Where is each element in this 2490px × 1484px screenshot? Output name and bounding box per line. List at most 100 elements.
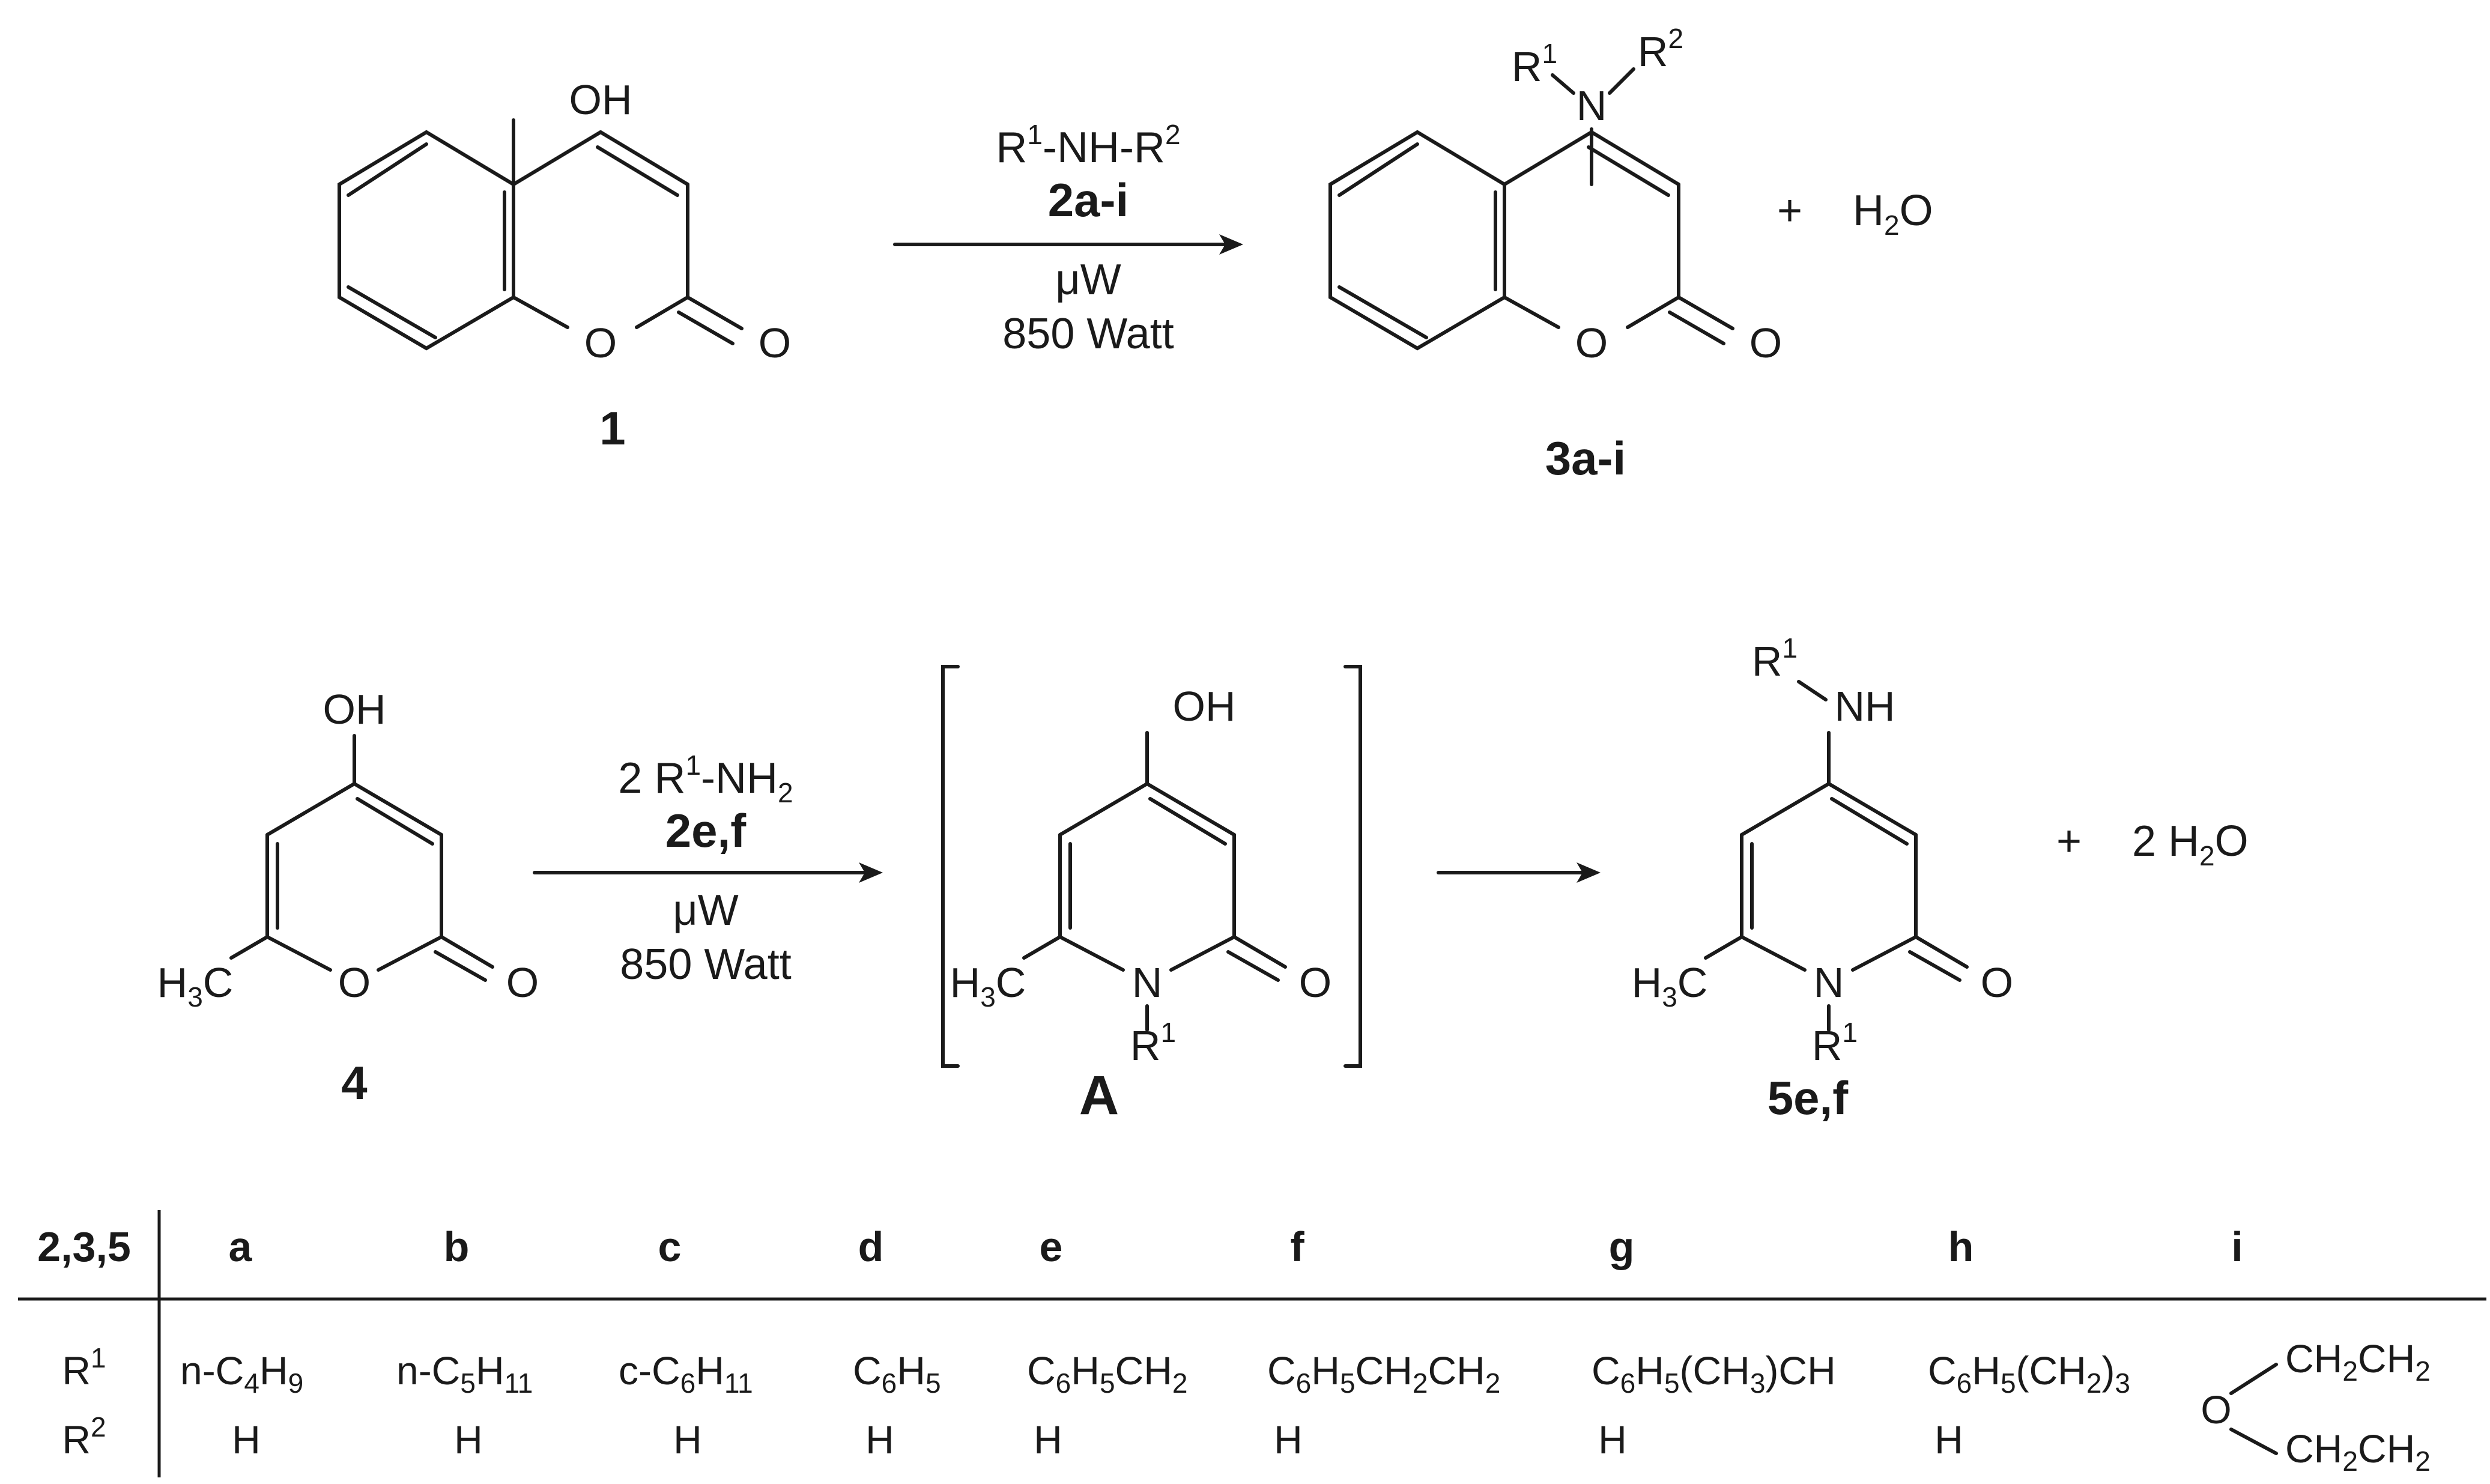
bond [2229, 1363, 2278, 1395]
amine-reagent: R1-NH-R2 [996, 119, 1180, 172]
hydroxy-label: OH [1173, 683, 1236, 730]
bond [1226, 950, 1280, 982]
bond [1851, 935, 1918, 972]
bond [1145, 782, 1236, 837]
bond [512, 295, 569, 329]
power-condition: 850 Watt [1002, 310, 1174, 358]
n-substituent-label: R1 [1812, 1017, 1858, 1069]
column-header-a: a [229, 1223, 253, 1270]
bond [1590, 130, 1680, 186]
column-header-b: b [444, 1223, 470, 1270]
bond [1148, 797, 1227, 846]
r2-cell-d: H [865, 1417, 894, 1462]
bond [1058, 935, 1125, 972]
bond [1704, 935, 1743, 960]
right-bracket [1343, 665, 1362, 1068]
bond [1503, 130, 1593, 186]
substituent-table: 2,3,5 a b c d e f g h i R1 R2 n-C4H9 n-C… [18, 1210, 2486, 1477]
hydroxy-label: OH [323, 686, 386, 733]
hydroxy-label: OH [569, 76, 632, 123]
bond [347, 285, 437, 339]
column-header-g: g [1609, 1223, 1635, 1270]
carbonyl-oxygen-label: O [506, 959, 539, 1006]
r2-cell-a: H [232, 1417, 261, 1462]
bond [1668, 310, 1725, 345]
compound-1-structure: OH O O [338, 76, 791, 366]
r1-cell-d: C6H5 [853, 1348, 941, 1399]
r2-cell-g: H [1598, 1417, 1627, 1462]
left-bracket [941, 665, 960, 1068]
amine-nh-label: NH [1834, 683, 1895, 730]
intermediate-bracket [941, 665, 1362, 1068]
microwave-condition: μW [673, 886, 738, 934]
compound-3-label: 3a-i [1545, 432, 1626, 485]
benzene-ring [1328, 130, 1506, 351]
column-header-d: d [858, 1223, 884, 1270]
methyl-label: H3C [950, 959, 1026, 1013]
bond [596, 145, 679, 197]
column-header-f: f [1290, 1223, 1304, 1270]
compound-1-label: 1 [599, 402, 625, 455]
compound-5-label: 5e,f [1768, 1071, 1849, 1124]
bond [1908, 950, 1961, 982]
intermediate-a-structure: OH N O H3C R1 [950, 683, 1332, 1069]
bond [1914, 935, 1969, 969]
product-r1-label: R1 [1512, 38, 1557, 90]
arrow-head-icon [1577, 862, 1601, 883]
bond [686, 295, 744, 330]
column-header-i: i [2231, 1223, 2243, 1270]
bond [599, 130, 689, 186]
plus-sign: + [1777, 187, 1802, 235]
ring-nitrogen-label: N [1132, 959, 1163, 1006]
compound-4-label: 4 [341, 1056, 367, 1109]
bond [1677, 295, 1734, 330]
bond [1740, 782, 1831, 837]
water-byproduct: 2 H2O [2132, 817, 2249, 871]
bond [347, 142, 428, 197]
r2-cell-f: H [1274, 1417, 1303, 1462]
bond [1337, 142, 1419, 197]
bond [377, 935, 443, 972]
ring-oxygen-label: O [338, 959, 371, 1006]
amine-reagent-2: 2 R1-NH2 [618, 750, 793, 808]
product-r2-label: R2 [1638, 23, 1683, 75]
ring-oxygen-label: O [1575, 320, 1608, 366]
r1-cell-a: n-C4H9 [180, 1348, 303, 1399]
arrow-head-icon [1219, 234, 1243, 255]
r1-cell-h: C6H5(CH2)3 [1928, 1348, 2130, 1399]
compound-3-pyranone-ring: O O [1503, 130, 1782, 366]
bond [1740, 935, 1807, 972]
column-header-e: e [1040, 1223, 1063, 1270]
bond [434, 950, 487, 982]
carbonyl-oxygen-label: O [1749, 320, 1782, 366]
reagent-label-2a-i: 2a-i [1048, 174, 1128, 226]
bond [1830, 797, 1909, 846]
r2-cell-e: H [1034, 1417, 1062, 1462]
power-condition: 850 Watt [620, 940, 791, 989]
arrow-head-icon [859, 862, 883, 883]
bond [1503, 295, 1560, 329]
r1-cell-c: c-C6H11 [619, 1348, 753, 1399]
r1-cell-e: C6H5CH2 [1027, 1348, 1187, 1399]
carbonyl-oxygen-label: O [759, 320, 791, 366]
bond [512, 130, 602, 186]
bond [1587, 145, 1670, 197]
bond [353, 782, 443, 837]
r2-cell-b: H [454, 1417, 483, 1462]
ring-oxygen-label: O [584, 320, 617, 366]
row-label-r2: R2 [62, 1411, 106, 1462]
bond [1827, 782, 1918, 837]
row-label-r1: R1 [62, 1342, 106, 1393]
amine-r1-label: R1 [1752, 632, 1798, 685]
morpholine-upper-chain: CH2CH2 [2285, 1336, 2431, 1387]
bond [356, 797, 434, 846]
intermediate-a-label: A [1079, 1065, 1119, 1126]
bond [677, 310, 735, 345]
bond [1337, 285, 1428, 339]
methyl-label: H3C [1632, 959, 1708, 1013]
microwave-condition: μW [1055, 256, 1121, 304]
table-header-label: 2,3,5 [37, 1223, 131, 1270]
carbonyl-oxygen-label: O [1981, 959, 2013, 1006]
carbonyl-oxygen-label: O [1299, 959, 1331, 1006]
